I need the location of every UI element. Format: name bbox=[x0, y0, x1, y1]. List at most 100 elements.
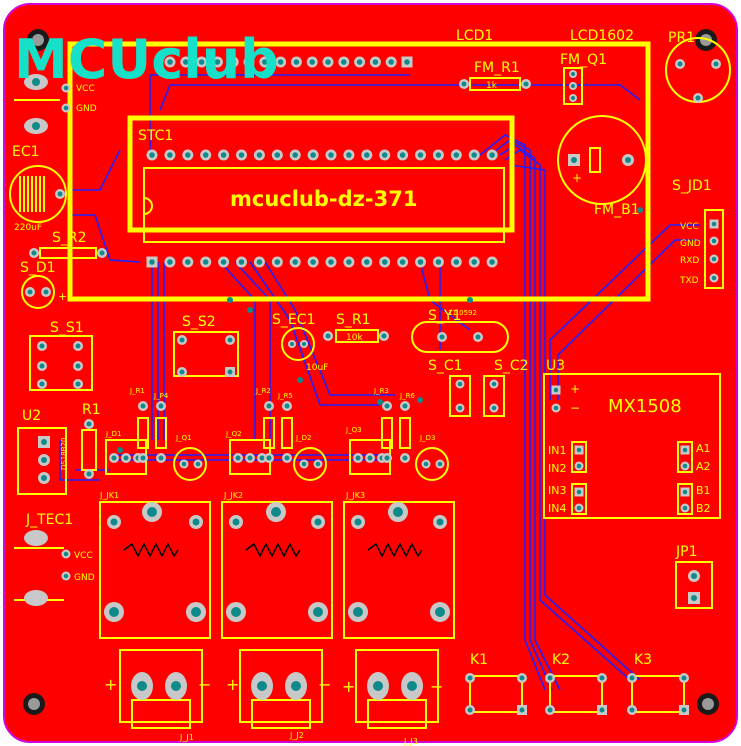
s-r1-outline bbox=[335, 329, 379, 343]
d-pad bbox=[193, 459, 203, 469]
k-pad bbox=[679, 673, 689, 683]
stc-pin-bottom bbox=[397, 256, 409, 268]
s-s2-outline bbox=[173, 331, 239, 377]
lbl-j-jk2: J_JK2 bbox=[223, 491, 243, 500]
terminal-foot-0 bbox=[131, 699, 191, 729]
u3-pad bbox=[574, 487, 584, 497]
jp1-outline bbox=[675, 561, 713, 609]
r-pad bbox=[264, 453, 274, 463]
mounting-hole-ring bbox=[28, 698, 40, 710]
stc-pin-bottom bbox=[486, 256, 498, 268]
lbl-plus-j3: + bbox=[342, 677, 355, 696]
q-pad bbox=[233, 453, 243, 463]
s-y1-outline bbox=[411, 321, 509, 353]
s-s1-pad bbox=[37, 379, 47, 389]
ref-s-ec1: S_EC1 bbox=[272, 312, 315, 328]
lbl-220uf: 220uF bbox=[14, 223, 42, 233]
terminal-hole bbox=[291, 681, 301, 691]
r-outline-a0 bbox=[137, 417, 149, 449]
relay-outline-2 bbox=[343, 501, 455, 639]
fm-q1-pad bbox=[569, 70, 577, 78]
k-outline-0 bbox=[469, 675, 523, 713]
lcd-pin bbox=[290, 56, 302, 68]
k-outline-2 bbox=[631, 675, 685, 713]
jp1-pad bbox=[688, 592, 700, 604]
ref-k3: K3 bbox=[634, 652, 652, 668]
lbl-j-r6: J_R6 bbox=[399, 392, 415, 400]
ref-jp1: JP1 bbox=[675, 544, 697, 560]
lbl-10k: 10k bbox=[346, 333, 363, 343]
lbl-j-d1: J_D1 bbox=[105, 430, 121, 438]
ec1-outline bbox=[9, 165, 67, 223]
terminal-hole bbox=[137, 681, 147, 691]
lbl-a1: A1 bbox=[696, 442, 711, 455]
via bbox=[227, 297, 233, 303]
stc-pin-bottom bbox=[164, 256, 176, 268]
lcd-pin bbox=[227, 56, 239, 68]
lbl-xtal: 11.0592 bbox=[448, 309, 477, 317]
stc-pin-top bbox=[415, 149, 426, 161]
terminal-outline-0 bbox=[119, 649, 203, 723]
stc-pin-bottom bbox=[325, 256, 337, 268]
lbl-ds18b20: DS18B20 bbox=[60, 438, 68, 470]
relay-pad bbox=[107, 515, 121, 529]
u3-b bbox=[677, 483, 693, 515]
lbl-gnd-tec: GND bbox=[74, 573, 95, 583]
relay-pad bbox=[351, 515, 365, 529]
d-pad bbox=[421, 459, 431, 469]
power-pad-hole bbox=[32, 122, 40, 130]
stc-pin-top bbox=[182, 149, 194, 161]
k-pad bbox=[545, 705, 555, 715]
s-s2-pad bbox=[225, 335, 235, 345]
r-pad bbox=[400, 401, 410, 411]
mounting-hole-ring bbox=[702, 698, 714, 710]
ref-lcd1602: LCD1602 bbox=[570, 28, 634, 44]
lcd-pin bbox=[322, 56, 334, 68]
s-d1-pad bbox=[25, 287, 35, 297]
s-r1-pad bbox=[323, 331, 333, 341]
fm-b1-pad bbox=[568, 154, 580, 166]
lbl-in2: IN2 bbox=[548, 462, 566, 475]
d-outline-2 bbox=[415, 447, 449, 481]
s-c2-pad bbox=[489, 403, 499, 413]
r-pad bbox=[156, 401, 166, 411]
r-outline-b2 bbox=[399, 417, 411, 449]
lbl-plus-j2: + bbox=[226, 675, 239, 694]
tec-small-pad bbox=[61, 549, 71, 559]
q-pad bbox=[245, 453, 255, 463]
s-s1-outline bbox=[29, 335, 93, 391]
u3-in34 bbox=[571, 483, 587, 515]
k-outline-1 bbox=[549, 675, 603, 713]
relay-pad bbox=[142, 502, 162, 522]
stc-pin-top bbox=[432, 149, 444, 161]
relay-pad bbox=[266, 502, 286, 522]
u3-in12 bbox=[571, 441, 587, 473]
stc-pin-bottom bbox=[218, 256, 230, 268]
u2-pad bbox=[38, 472, 50, 484]
lcd-pin bbox=[306, 56, 318, 68]
lbl-vcc-top: VCC bbox=[76, 84, 95, 94]
relay-pad bbox=[186, 602, 206, 622]
stc-pin-bottom bbox=[468, 256, 480, 268]
r-outline-b1 bbox=[281, 417, 293, 449]
r-pad bbox=[400, 453, 410, 463]
relay-outline-1 bbox=[221, 501, 333, 639]
stc-pin-bottom bbox=[146, 256, 158, 268]
q-pad bbox=[353, 453, 363, 463]
stc-pin-top bbox=[200, 149, 212, 161]
reference-designators: LCD1 LCD1602 PR1 FM_R1 FM_Q1 STC1 EC1 FM… bbox=[12, 28, 712, 668]
stc-pin-bottom bbox=[379, 256, 391, 268]
s-s2-pad bbox=[225, 367, 235, 377]
r-pad bbox=[156, 453, 166, 463]
lbl-minus-j2: − bbox=[318, 675, 331, 694]
relay-coil bbox=[123, 542, 179, 558]
lbl-plus-fm: + bbox=[572, 171, 582, 185]
relay-coil bbox=[245, 542, 301, 558]
stc-pin-bottom bbox=[432, 256, 444, 268]
k-pad bbox=[627, 705, 637, 715]
lbl-plus-u3: + bbox=[570, 382, 580, 396]
k-pad bbox=[465, 705, 475, 715]
relay-pad bbox=[433, 515, 447, 529]
mcuclub-logo: MCUclub bbox=[14, 28, 279, 91]
s-jd1-pad bbox=[709, 219, 719, 229]
